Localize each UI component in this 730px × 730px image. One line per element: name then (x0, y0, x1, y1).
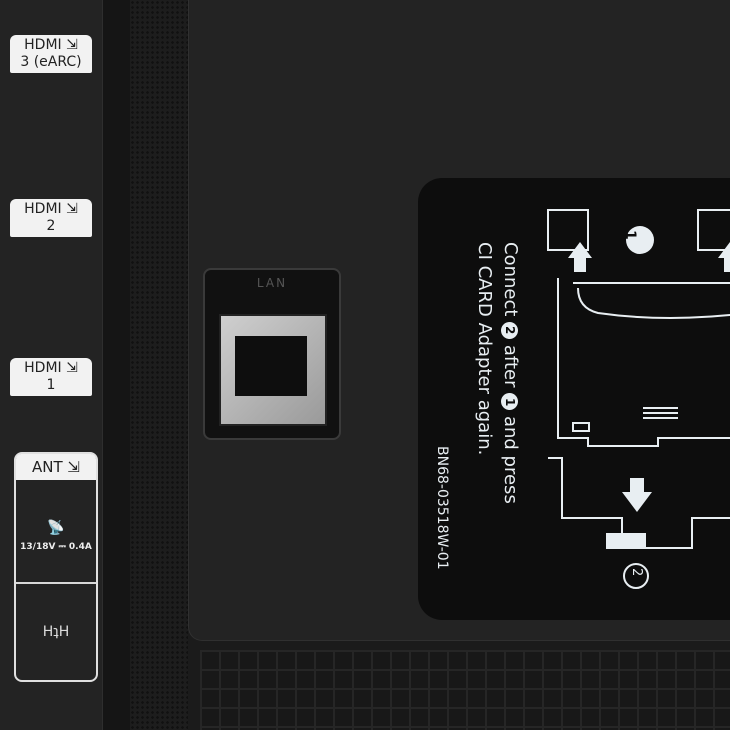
hdmi2-label-line1: HDMI (24, 201, 62, 217)
adapter-tab (606, 533, 646, 549)
diagram-step-2: 2 (629, 568, 644, 577)
card-slot (573, 282, 730, 319)
hdmi3-label-line1: HDMI (24, 37, 62, 53)
text-and-press: and press (500, 415, 521, 504)
part-number: BN68-03518W-01 (434, 446, 450, 570)
hdmi3-label: HDMI ⇲ 3 (eARC) (10, 35, 92, 73)
ci-instruction-line1: Connect 2 after 1 and press (500, 242, 521, 504)
input-arrow-icon: ⇲ (66, 37, 78, 53)
step-1-icon: 1 (501, 393, 518, 411)
ci-instruction-line2: CI CARD Adapter again. (474, 242, 495, 456)
step-1-badge (626, 226, 654, 254)
hdmi1-label: HDMI ⇲ 1 (10, 358, 92, 396)
card-outline (557, 278, 730, 447)
input-arrow-icon: ⇲ (67, 458, 80, 476)
textured-panel (130, 0, 188, 730)
diagram-step-1: 1 (622, 230, 638, 240)
hdmi3-label-line2: 3 (eARC) (20, 54, 82, 70)
step-2-icon: 2 (501, 322, 518, 340)
ci-instruction-label: 1 2 Connect 2 after 1 and press CI CARD … (418, 178, 730, 620)
text-after: after (500, 344, 521, 388)
antenna-symbol: HʇH (42, 624, 70, 640)
hdmi1-label-line2: 1 (46, 377, 56, 393)
connector-lines (643, 407, 678, 419)
arrow-up-icon (568, 242, 592, 272)
ant-label-text: ANT (31, 458, 63, 476)
jack-latch (259, 376, 287, 392)
rj45-jack (219, 314, 327, 426)
hdmi2-label: HDMI ⇲ 2 (10, 199, 92, 237)
hdmi1-label-line1: HDMI (24, 360, 62, 376)
input-arrow-icon: ⇲ (66, 360, 78, 376)
input-arrow-icon: ⇲ (66, 201, 78, 217)
hdmi2-label-line2: 2 (46, 218, 56, 234)
groove (102, 0, 131, 730)
arrow-up-icon (718, 242, 730, 272)
ci-card-diagram (547, 209, 730, 589)
ant-label: ANT ⇲ 📡 13/18V ⎓ 0.4A HʇH (14, 452, 98, 682)
vent-grille (200, 650, 730, 730)
clip-2 (697, 209, 730, 251)
arrow-down-icon (622, 478, 652, 512)
text-connect: Connect (500, 242, 521, 317)
ant-power-rating: 13/18V ⎓ 0.4A (20, 542, 92, 552)
led (572, 422, 590, 432)
lan-label: LAN (256, 276, 288, 290)
lan-port[interactable]: LAN (203, 268, 341, 440)
clip-1 (547, 209, 589, 251)
satellite-icon: 📡 (47, 520, 65, 536)
step-2-badge (623, 563, 649, 589)
